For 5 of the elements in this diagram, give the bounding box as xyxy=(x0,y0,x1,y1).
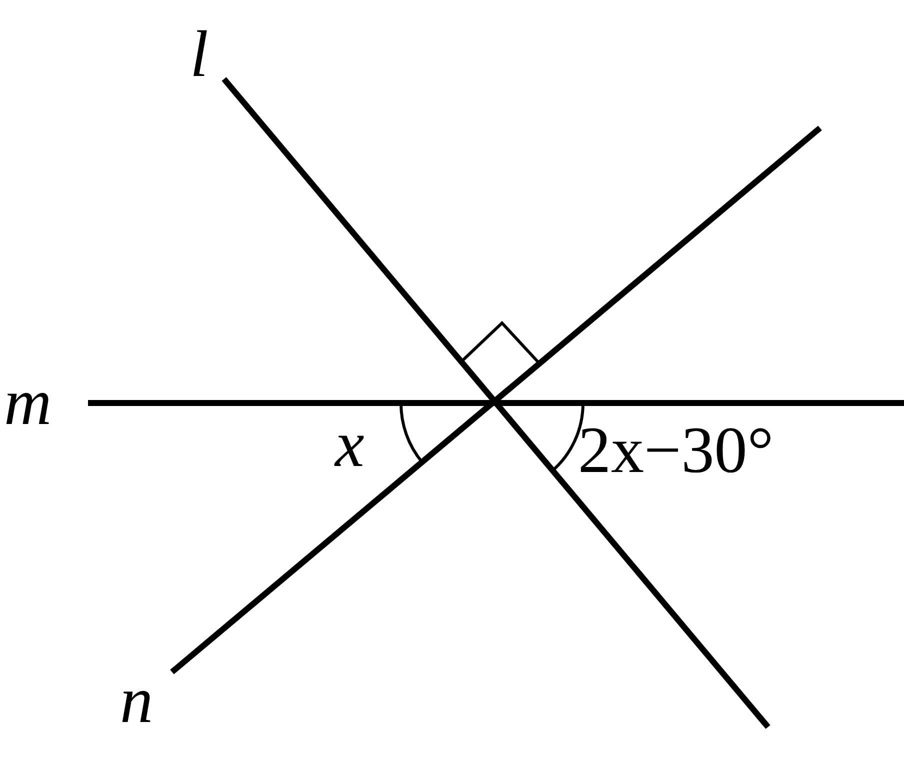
line-label: n xyxy=(120,668,153,734)
angle-label: x xyxy=(335,412,364,478)
line-label: m xyxy=(4,370,52,436)
line-label: l xyxy=(190,22,208,88)
angle-label: 2x−30° xyxy=(578,418,774,484)
